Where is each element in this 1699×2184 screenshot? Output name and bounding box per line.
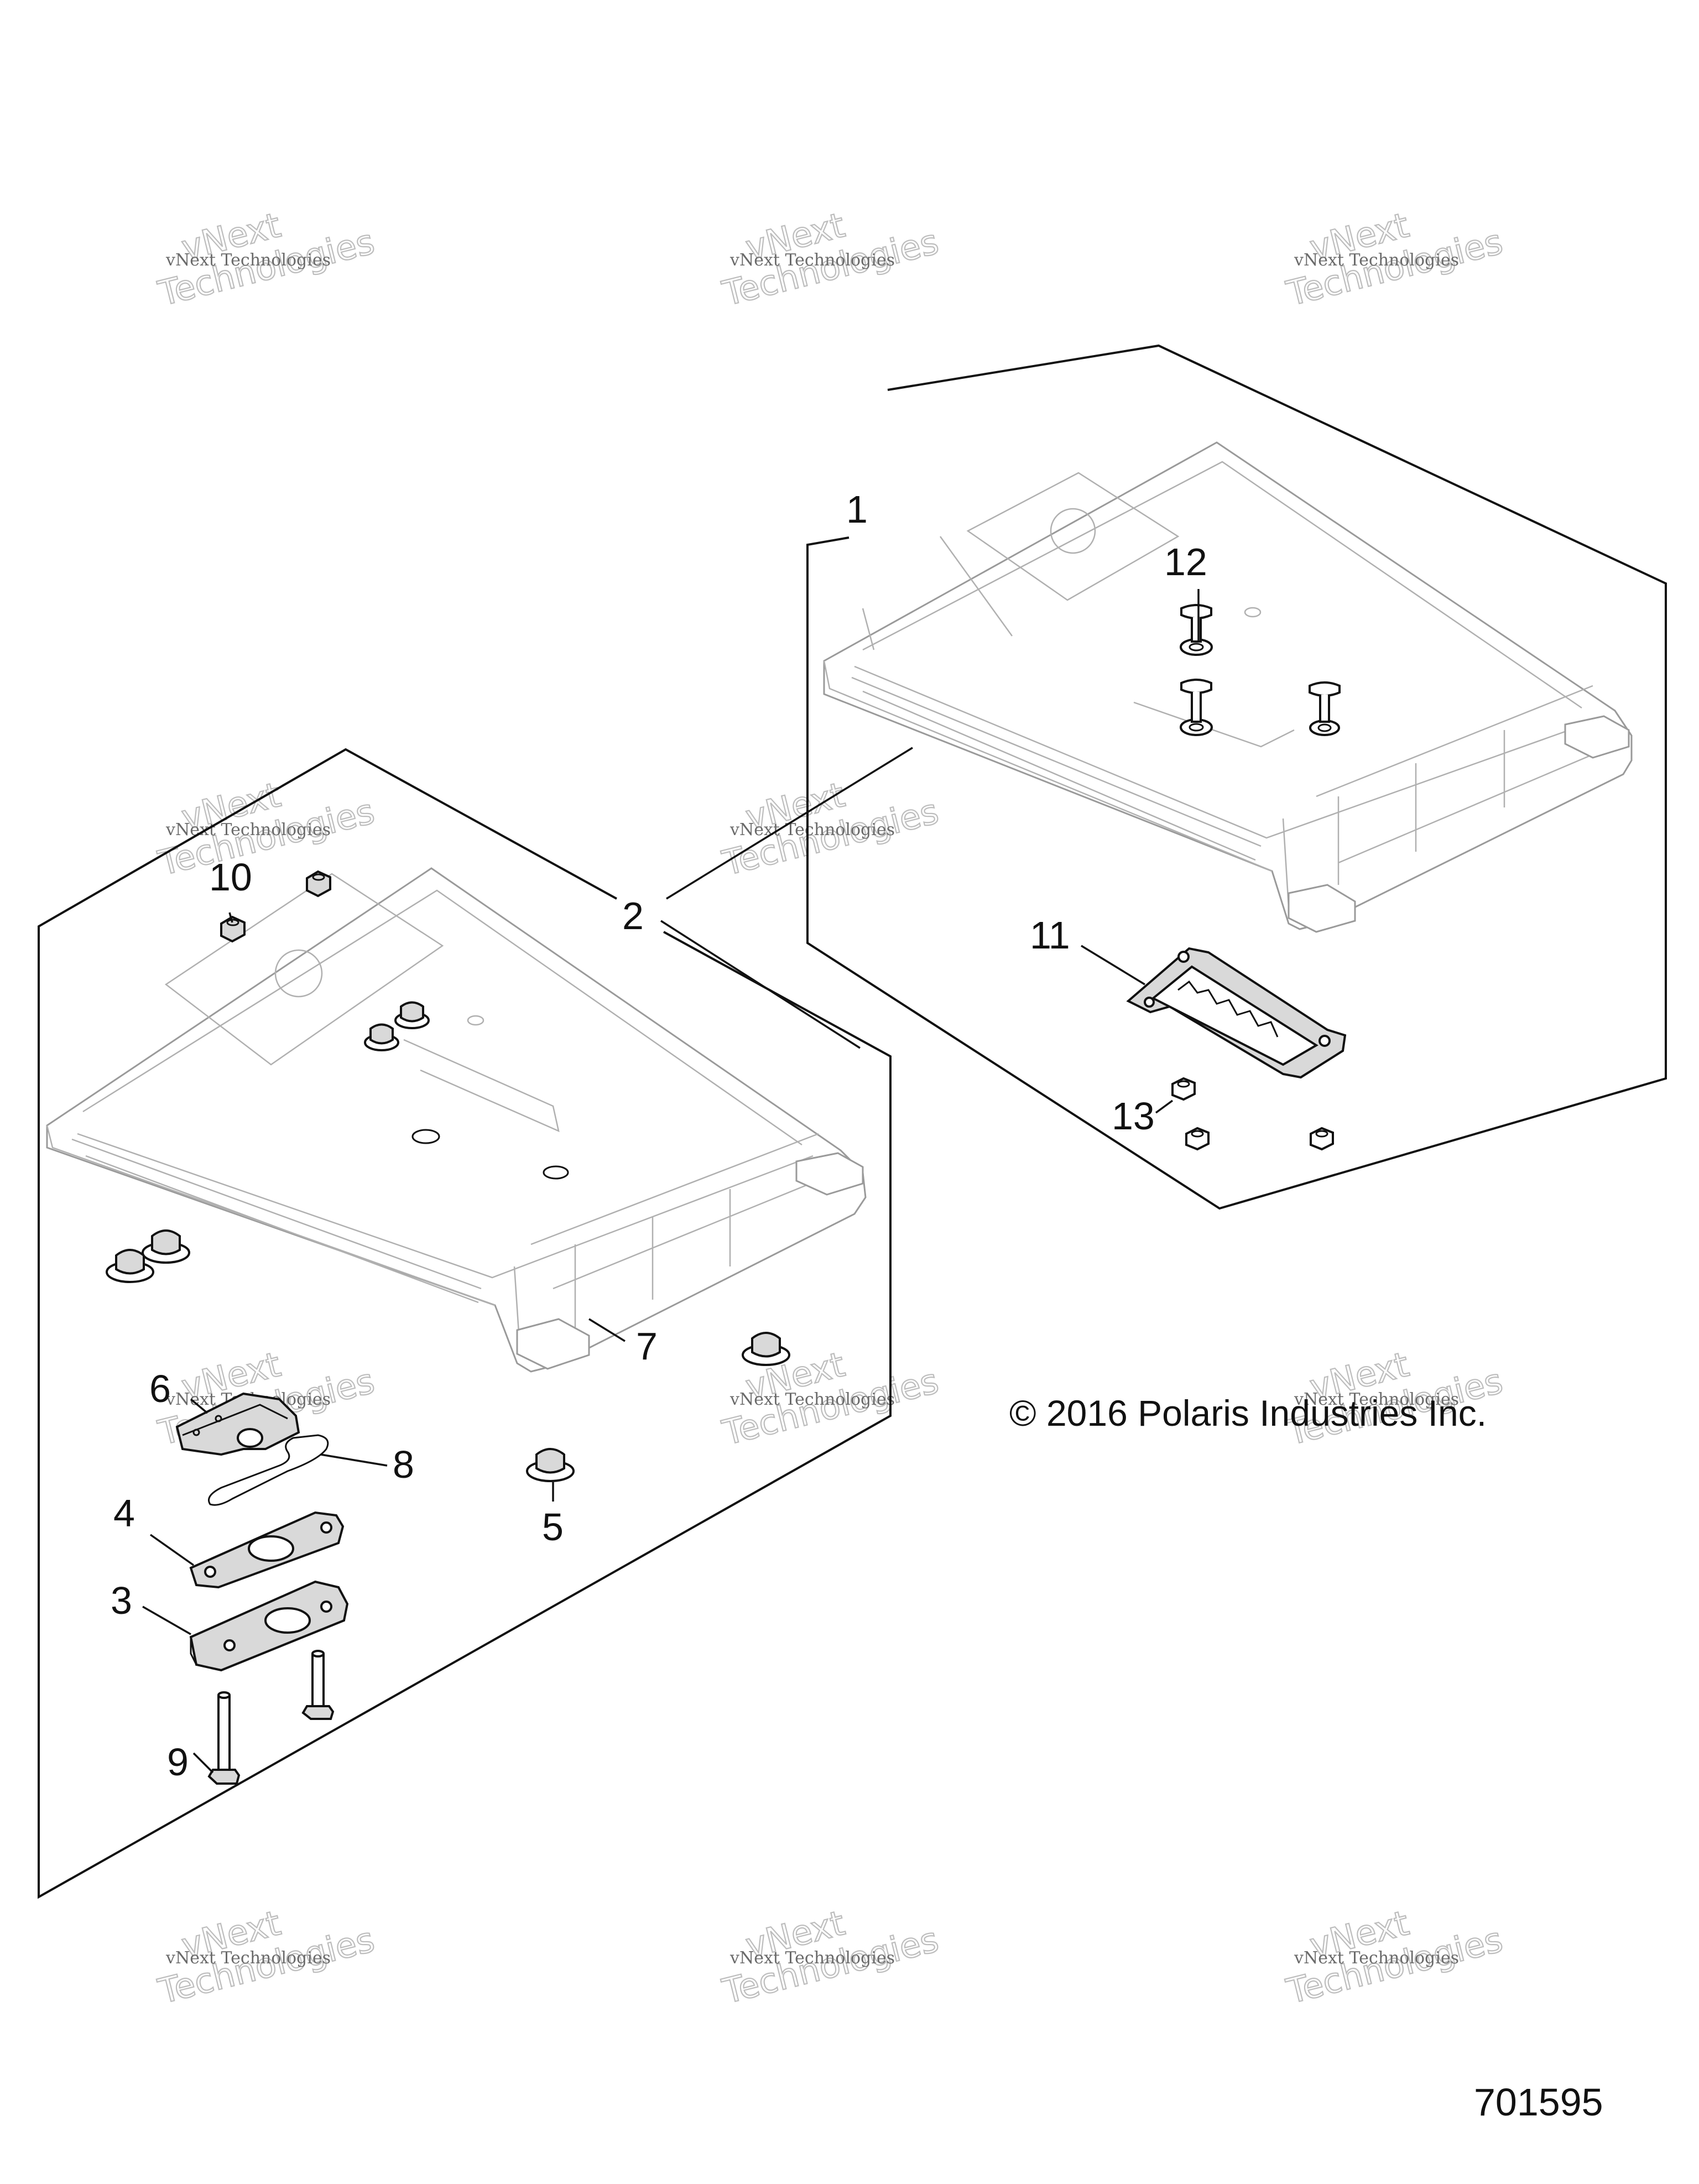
nut-13 <box>1185 1127 1210 1151</box>
svg-text:vNext Technologies: vNext Technologies <box>729 1948 895 1968</box>
callout-2: 2 <box>622 894 644 937</box>
copyright-notice: © 2016 Polaris Industries Inc. <box>1009 1393 1487 1434</box>
callout-9: 9 <box>167 1740 189 1784</box>
callout-5: 5 <box>542 1505 564 1549</box>
watermark: vNext Technologies vNext Technologies <box>154 774 379 884</box>
watermark: vNext Technologies vNext Technologies <box>154 204 379 315</box>
bolt-9 <box>301 1650 335 1720</box>
watermark: vNext Technologies vNext Technologies <box>718 1902 943 2013</box>
screw-12 <box>1309 681 1341 736</box>
bumper-7 <box>742 1332 790 1366</box>
svg-text:vNext Technologies: vNext Technologies <box>165 251 331 270</box>
watermark: vNext Technologies vNext Technologies <box>154 1902 379 2013</box>
latch-6 <box>175 1392 300 1456</box>
stud <box>364 1023 399 1051</box>
seat-base-2 <box>46 867 867 1373</box>
svg-text:vNext Technologies: vNext Technologies <box>165 1948 331 1968</box>
seat-base-1 <box>823 441 1633 933</box>
nut-10 <box>306 870 331 898</box>
clip-8 <box>208 1434 329 1506</box>
bumper-7 <box>142 1229 190 1264</box>
nut-13 <box>1310 1127 1334 1151</box>
watermark: vNext Technologies vNext Technologies <box>718 204 943 315</box>
watermark: vNext Technologies vNext Technologies <box>1282 204 1507 315</box>
callout-7: 7 <box>636 1325 658 1368</box>
callout-3: 3 <box>111 1579 132 1622</box>
document-number: 701595 <box>1474 2081 1603 2124</box>
callout-labels: 1 2 3 4 5 6 7 8 9 10 11 12 13 <box>111 488 1207 1784</box>
plate-3 <box>189 1580 349 1672</box>
watermark: vNext Technologies vNext Technologies <box>718 1343 943 1454</box>
svg-text:vNext Technologies: vNext Technologies <box>1294 1948 1459 1968</box>
svg-text:vNext Technologies: vNext Technologies <box>729 251 895 270</box>
svg-text:vNext Technologies: vNext Technologies <box>1294 1390 1459 1409</box>
bumper-7 <box>106 1249 154 1283</box>
svg-text:vNext Technologies: vNext Technologies <box>1294 251 1459 270</box>
stud-washer <box>543 1165 569 1180</box>
callout-4: 4 <box>113 1492 135 1535</box>
assembly-1-outline <box>806 344 1667 1210</box>
svg-text:vNext Technologies: vNext Technologies <box>729 1390 895 1409</box>
gasket-4 <box>189 1511 345 1589</box>
callout-11: 11 <box>1030 914 1070 957</box>
nut-10 <box>220 915 246 943</box>
bolt-9 <box>207 1691 241 1785</box>
screw-12 <box>1180 679 1213 736</box>
callout-10: 10 <box>209 856 252 899</box>
callout-1: 1 <box>846 488 868 531</box>
callout-6: 6 <box>149 1367 171 1410</box>
bumper-5 <box>526 1448 575 1482</box>
callout-8: 8 <box>393 1443 414 1486</box>
callout-13: 13 <box>1112 1094 1155 1138</box>
assembly-2-outline <box>38 748 892 1899</box>
assembly-2-group <box>38 748 892 1899</box>
stud <box>394 1001 430 1029</box>
stud-washer <box>411 1129 440 1144</box>
latch-plate-11 <box>1126 947 1347 1079</box>
callout-12: 12 <box>1164 540 1207 583</box>
watermark: vNext Technologies vNext Technologies <box>1282 1902 1507 2013</box>
watermark: vNext Technologies vNext Technologies <box>718 774 943 884</box>
leader-lines <box>142 589 1200 1774</box>
svg-text:vNext Technologies: vNext Technologies <box>165 820 331 840</box>
assembly-1-group <box>806 344 1667 1210</box>
nut-13 <box>1171 1077 1196 1101</box>
svg-text:vNext Technologies: vNext Technologies <box>729 820 895 840</box>
watermark: vNext Technologies vNext Technologies <box>1282 1343 1507 1454</box>
